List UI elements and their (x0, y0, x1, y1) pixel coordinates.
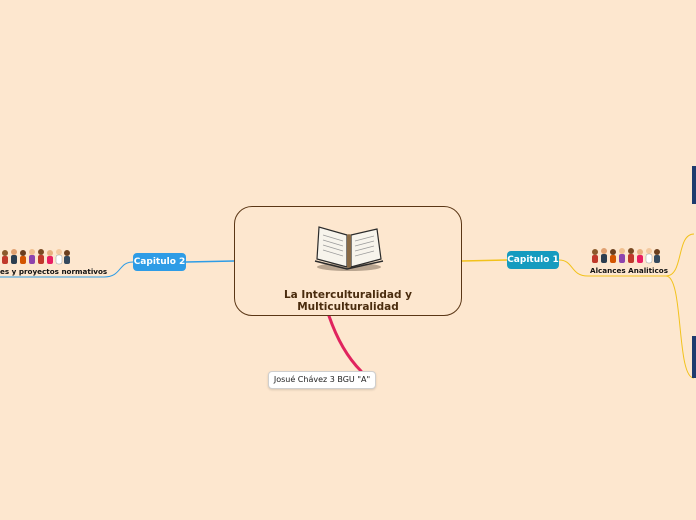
connector-subtopic-up (666, 234, 694, 276)
open-book-icon (311, 223, 387, 273)
offscreen-node-edge-top (692, 166, 696, 204)
capitulo-2-node[interactable]: Capitulo 2 (133, 253, 186, 271)
people-group-icon (590, 246, 662, 264)
author-note[interactable]: Josué Chávez 3 BGU "A" (268, 371, 376, 389)
central-topic-node[interactable]: La Interculturalidad y Multiculturalidad (234, 206, 462, 316)
people-group-icon (0, 247, 72, 265)
capitulo-2-subtopic-label[interactable]: es y proyectos normativos (0, 267, 107, 276)
connector-central-to-note (329, 316, 361, 371)
central-topic-title: La Interculturalidad y Multiculturalidad (235, 289, 461, 313)
connector-subtopic-down (666, 276, 694, 378)
connector-central-to-capitulo-2 (186, 261, 234, 262)
capitulo-1-node[interactable]: Capitulo 1 (507, 251, 559, 269)
capitulo-1-subtopic-label[interactable]: Alcances Analiticos (590, 266, 668, 275)
connector-central-to-capitulo-1 (462, 260, 507, 261)
offscreen-node-edge-bottom (692, 336, 696, 378)
